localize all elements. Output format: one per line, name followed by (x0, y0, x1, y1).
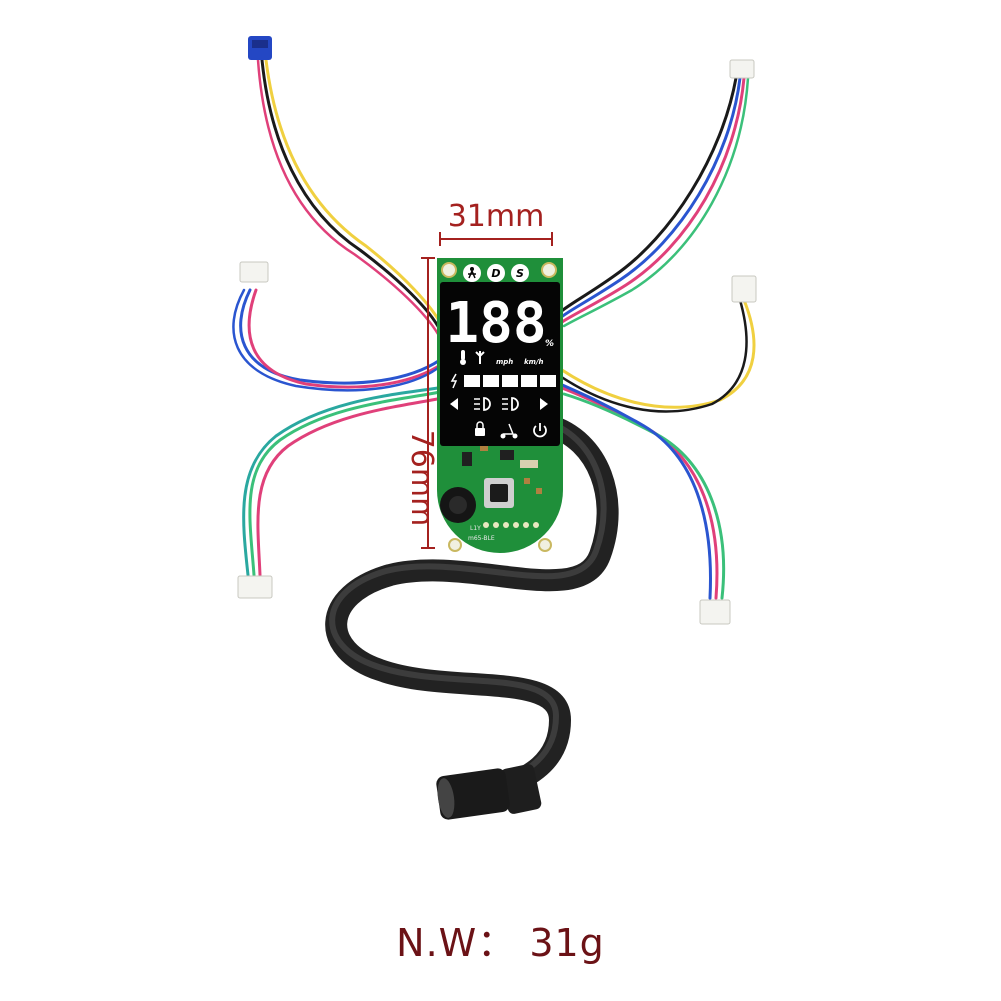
mode-s-label: S (516, 267, 524, 280)
mode-s-icon (511, 264, 529, 282)
headlight-icon (474, 397, 491, 411)
charge-icon (450, 373, 458, 389)
turn-right-icon (540, 398, 548, 410)
auto-light-icon (502, 397, 519, 411)
battery-segment (521, 375, 537, 387)
battery-segment (464, 375, 480, 387)
battery-segment (502, 375, 518, 387)
wire-harness-left-upper (232, 288, 444, 392)
battery-bar (450, 373, 556, 389)
lock-icon (475, 421, 485, 436)
width-label: 31mm (448, 199, 545, 234)
mode-d-label: D (491, 267, 500, 280)
net-weight-label: N.W： 31g (396, 921, 605, 965)
scooter-icon (500, 423, 518, 439)
wire-harness-left-lower (242, 386, 444, 577)
connector-white-right-upper (731, 275, 757, 303)
pcb-marking-1: L1Y (470, 525, 481, 532)
connector-blue (248, 36, 272, 60)
wire-harness-right-lower (558, 382, 726, 600)
wire-harness-top-right (556, 76, 750, 328)
percent-sign: % (545, 339, 554, 349)
wire-harness-right-upper (558, 298, 756, 413)
connector-white-left-upper (239, 261, 269, 283)
connector-white-top-right (729, 59, 755, 79)
wrench-icon (475, 351, 485, 364)
pcb-marking-2: m65-BLE (468, 535, 495, 542)
battery-segment (483, 375, 499, 387)
connector-white-left-lower (237, 575, 273, 599)
unit-mph: mph (496, 358, 513, 366)
cable-connector (436, 764, 542, 820)
width-dimension (439, 232, 553, 246)
unit-kmh: km/h (524, 358, 544, 366)
wire-harness-top-left (256, 58, 444, 336)
turn-left-icon (450, 398, 458, 410)
height-dimension (421, 257, 435, 549)
connector-white-right-lower (699, 599, 731, 625)
thermometer-icon (460, 350, 466, 365)
display-panel: D S 188 % mph km/h (440, 264, 560, 446)
speed-digits: 188 (445, 291, 546, 356)
main-cable (325, 414, 619, 801)
battery-segment (540, 375, 556, 387)
power-icon (533, 423, 547, 438)
walk-mode-icon (463, 264, 481, 282)
mode-d-icon (487, 264, 505, 282)
height-label: 76mm (404, 430, 439, 527)
